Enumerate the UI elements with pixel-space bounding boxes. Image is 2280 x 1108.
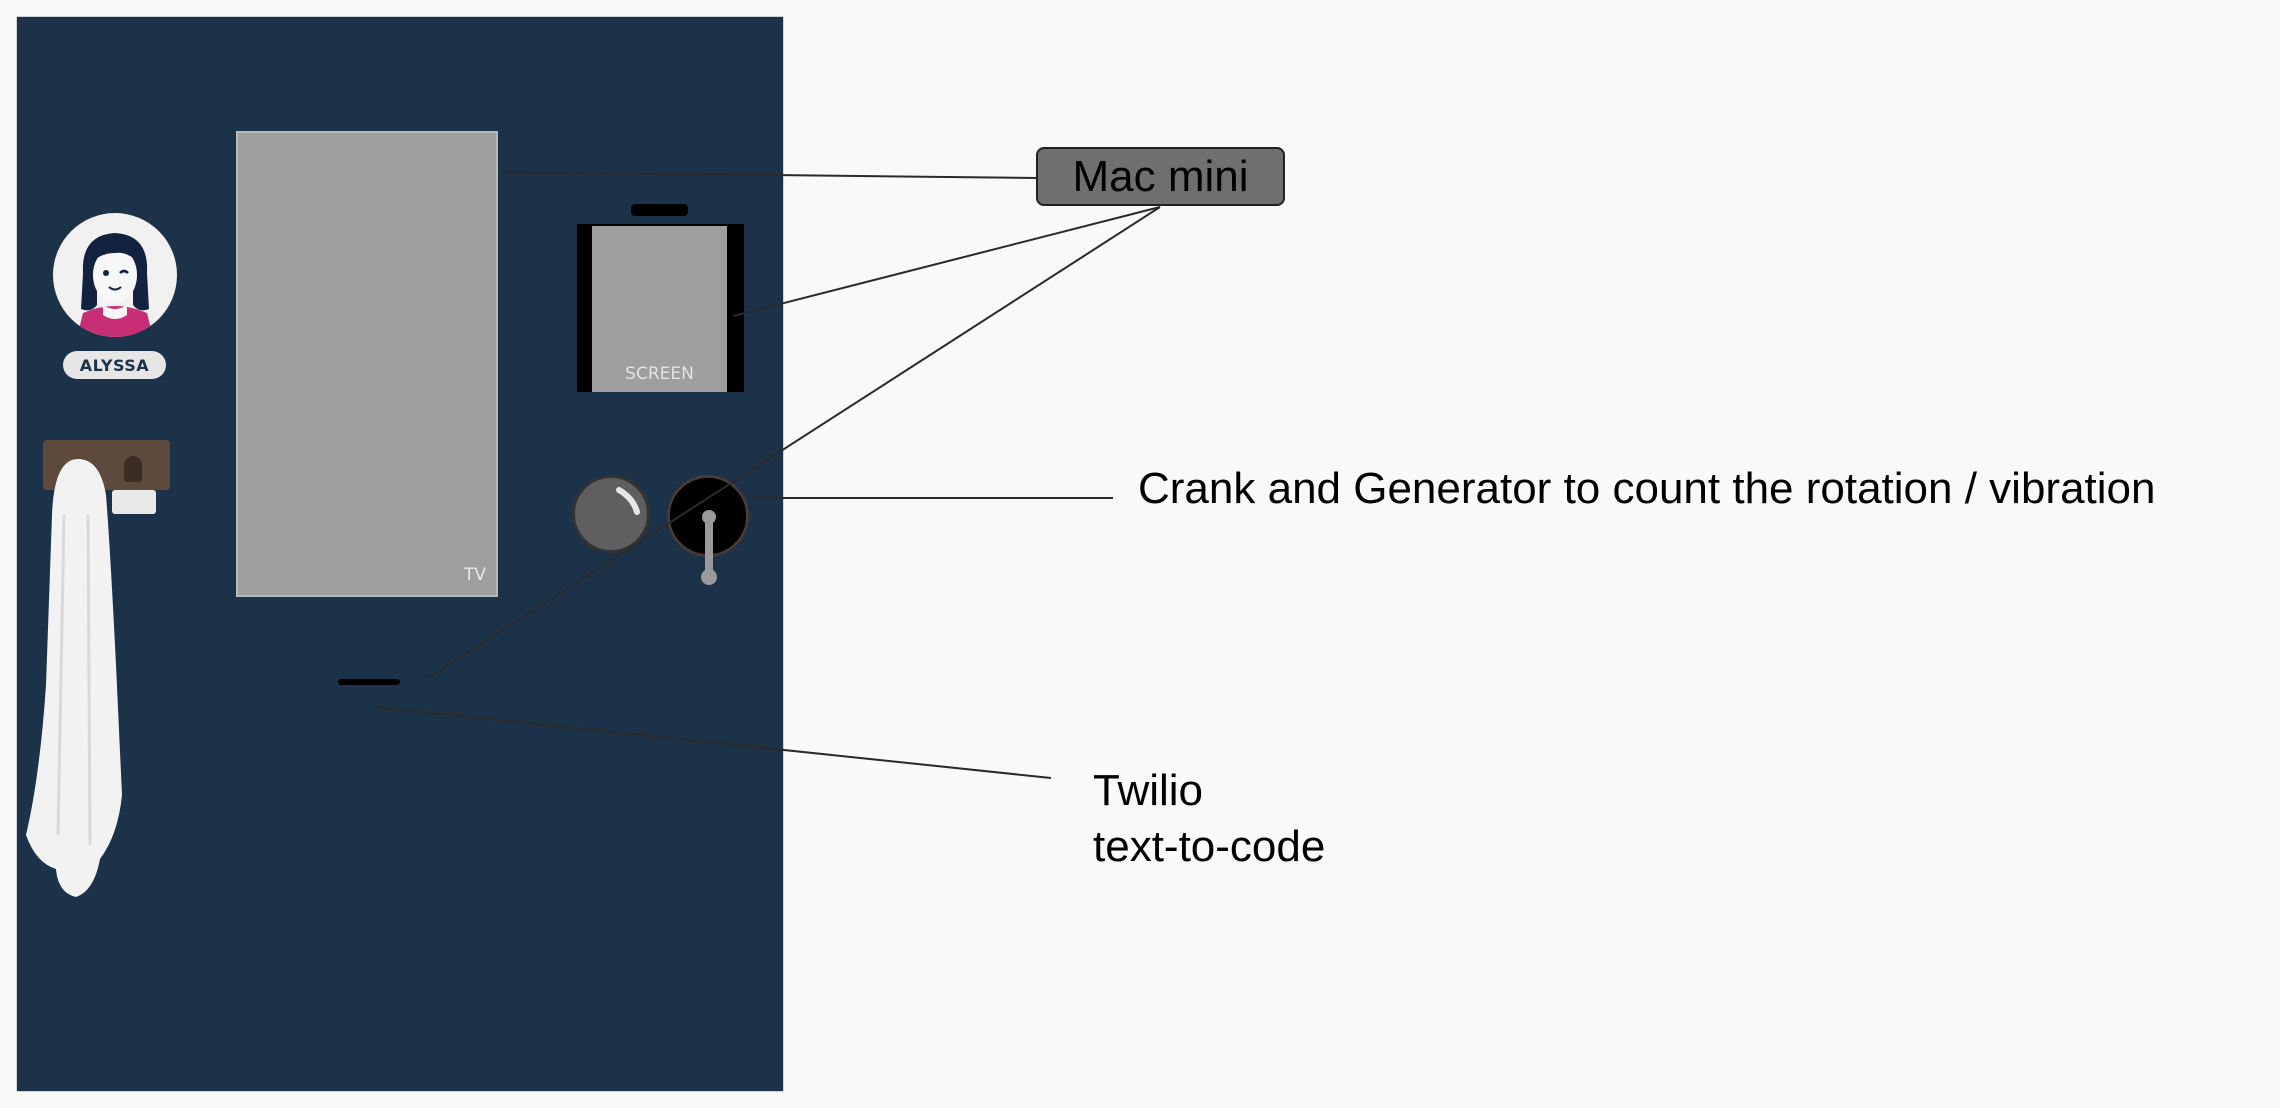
coat-hook-icon — [124, 456, 142, 482]
tv-device[interactable]: TV — [236, 131, 498, 597]
towel-icon — [26, 459, 122, 897]
twilio-annotation: Twilio text-to-code — [1093, 763, 1325, 875]
line-twilio-annotation — [373, 706, 1052, 779]
tv-label: TV — [463, 565, 486, 585]
name-tag: ALYSSA — [63, 351, 166, 379]
line-mac-to-tv — [502, 171, 1037, 179]
twilio-device[interactable] — [338, 679, 400, 685]
dial-knob[interactable] — [572, 475, 650, 553]
screen-device[interactable]: SCREEN — [592, 226, 727, 392]
line-mac-to-screen — [732, 206, 1161, 317]
mac-mini-label: Mac mini — [1036, 147, 1285, 206]
crank-annotation: Crank and Generator to count the rotatio… — [1138, 464, 2156, 513]
twilio-annotation-line2: text-to-code — [1093, 822, 1326, 871]
crank-pivot — [702, 510, 716, 524]
line-mac-to-twilio — [429, 206, 1161, 678]
screen-label: SCREEN — [625, 364, 694, 384]
avatar-icon — [77, 233, 153, 337]
avatar-alyssa[interactable] — [53, 213, 177, 337]
twilio-annotation-line1: Twilio — [1093, 766, 1204, 815]
crank-handle[interactable] — [701, 569, 717, 585]
dial-highlight-icon — [616, 487, 640, 515]
crank-arm — [705, 517, 713, 577]
screen-stand-top — [631, 204, 688, 216]
shelf-box — [112, 490, 156, 514]
